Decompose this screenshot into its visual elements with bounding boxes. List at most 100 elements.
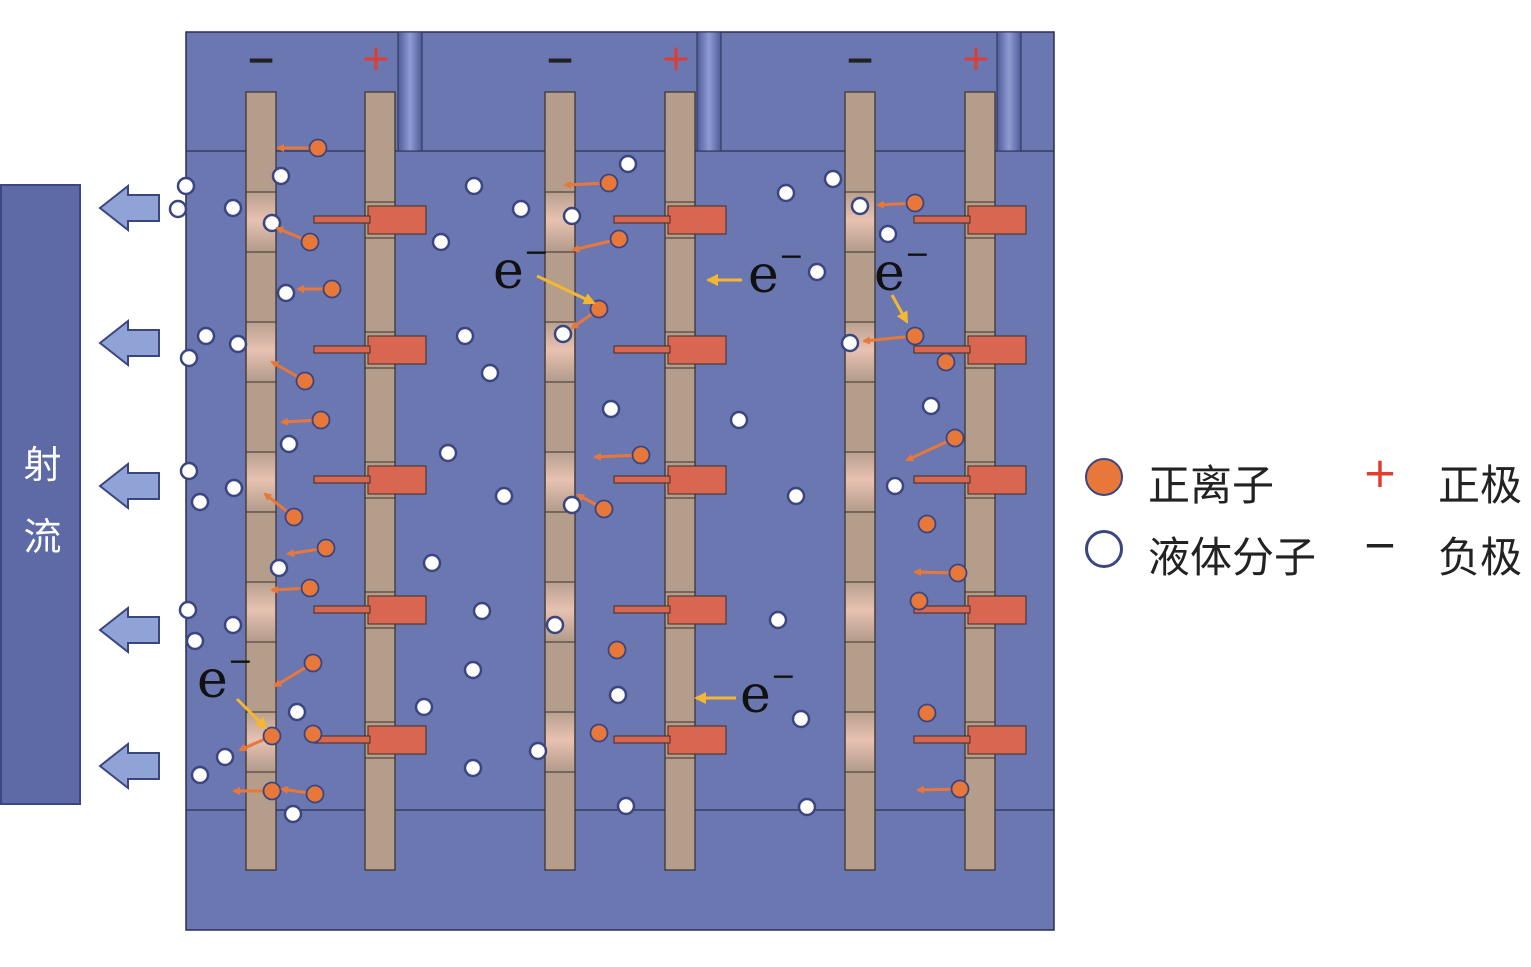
legend-positive-mark: + [1362,448,1398,497]
electron-superscript: − [779,239,804,274]
negative-sign: − [246,40,276,81]
emitter-needle [313,735,371,744]
inlet-pipe [996,31,1022,152]
positive-ion [594,499,614,519]
electron-arrow [890,294,909,324]
liquid-molecule [431,232,451,252]
liquid-molecule [601,399,621,419]
emitter-block [367,335,427,365]
liquid-molecule [528,741,548,761]
liquid-molecule [422,553,442,573]
emitter-block [967,465,1027,495]
jet-label-char-1: 射 [23,443,62,487]
emitter-block [667,465,727,495]
liquid-molecule [885,476,905,496]
electron-superscript: − [905,237,930,272]
liquid-molecule [791,709,811,729]
liquid-molecule [823,169,843,189]
liquid-molecule [215,747,235,767]
electrode-glow [247,320,275,380]
emitter-needle [613,475,671,484]
liquid-molecule [438,443,458,463]
liquid-molecule [279,434,299,454]
positive-ion [609,229,629,249]
positive-ion-swatch [1085,458,1123,496]
liquid-molecule-group [168,154,941,824]
emitter-block [967,205,1027,235]
jet-arrow [98,183,160,233]
positive-ion [917,703,937,723]
positive-ion [284,507,304,527]
positive-ion [262,726,282,746]
jet-arrow [98,461,160,511]
positive-ion [311,410,331,430]
electrode-glow [846,450,874,510]
liquid-molecule [807,262,827,282]
liquid-molecule [228,334,248,354]
liquid-molecule [414,697,434,717]
electrode-glow [846,580,874,640]
positive-sign: + [661,38,691,79]
electron-arrow [536,274,596,305]
liquid-molecule [223,198,243,218]
emitter-needle [613,605,671,614]
emitter-needle [913,605,971,614]
liquid-molecule-swatch [1085,530,1123,568]
positive-ion [945,428,965,448]
electron-superscript: − [771,659,796,694]
positive-ion [303,724,323,744]
liquid-molecule [921,396,941,416]
positive-ion [295,371,315,391]
liquid-molecule [878,224,898,244]
emitter-block [367,205,427,235]
electrode-glow [546,710,574,770]
liquid-molecule [511,199,531,219]
positive-ion [262,781,282,801]
positive-ion [316,538,336,558]
inlet-pipe [696,31,722,152]
liquid-molecule [463,758,483,778]
electron-superscript: − [524,235,549,270]
liquid-molecule [768,610,788,630]
liquid-molecule [618,154,638,174]
liquid-molecule [185,631,205,651]
liquid-molecule [223,615,243,635]
emitter-needle [313,605,371,614]
positive-ion [589,299,609,319]
liquid-molecule [283,804,303,824]
positive-ion [322,279,342,299]
legend-positive-ion: 正离子 [1148,461,1275,510]
liquid-molecule [276,283,296,303]
liquid-molecule [472,601,492,621]
positive-ion-group [232,138,970,804]
positive-ion [308,138,328,158]
positive-ion [607,640,627,660]
liquid-molecule [797,797,817,817]
electrode-sign-group: −−−+++ [246,38,991,81]
liquid-molecule [553,324,573,344]
liquid-molecule [190,492,210,512]
negative-sign: − [845,40,875,81]
positive-ion [905,326,925,346]
liquid-molecule [178,600,198,620]
electron-arrow [235,697,268,730]
emitter-block [967,335,1027,365]
emitter-block [667,205,727,235]
liquid-molecule [224,478,244,498]
emitter-needle [913,345,971,354]
emitter-block [367,725,427,755]
emitter-block [667,335,727,365]
liquid-molecule [608,685,628,705]
liquid-molecule [840,333,860,353]
emitter-group [313,205,1027,755]
inlet-pipe [397,31,423,152]
electrode-glow [247,450,275,510]
electron-label: e− [740,659,796,725]
positive-ion [300,578,320,598]
electron-superscript: − [228,644,253,679]
electrode-glow [846,710,874,770]
positive-ion [948,563,968,583]
liquid-molecule [480,363,500,383]
emitter-block [667,595,727,625]
